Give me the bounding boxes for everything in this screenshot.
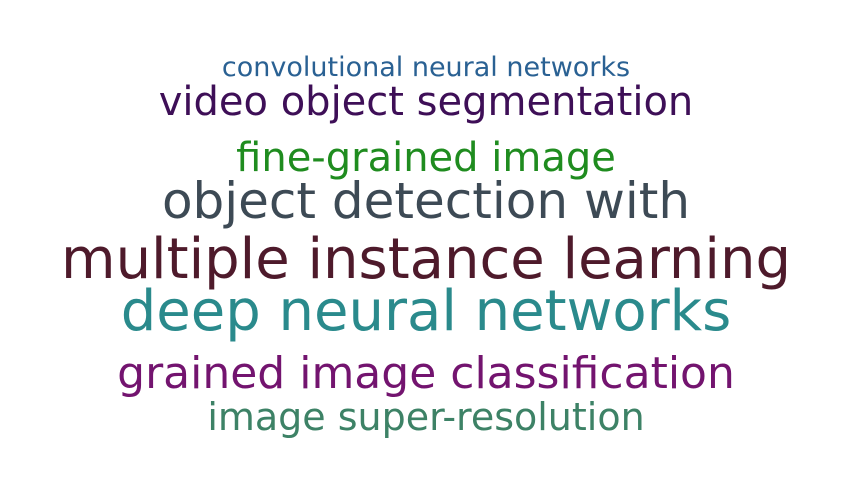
- word-image-super-resolution: image super-resolution: [207, 395, 645, 439]
- word-object-detection-with: object detection with: [161, 172, 691, 230]
- word-fine-grained-image: fine-grained image: [236, 135, 616, 181]
- word-grained-image-classification: grained image classification: [117, 348, 735, 399]
- word-video-object-segmentation: video object segmentation: [158, 79, 694, 125]
- word-multiple-instance-learning: multiple instance learning: [61, 227, 791, 292]
- word-convolutional-neural-networks: convolutional neural networks: [221, 52, 631, 83]
- word-deep-neural-networks: deep neural networks: [120, 279, 732, 344]
